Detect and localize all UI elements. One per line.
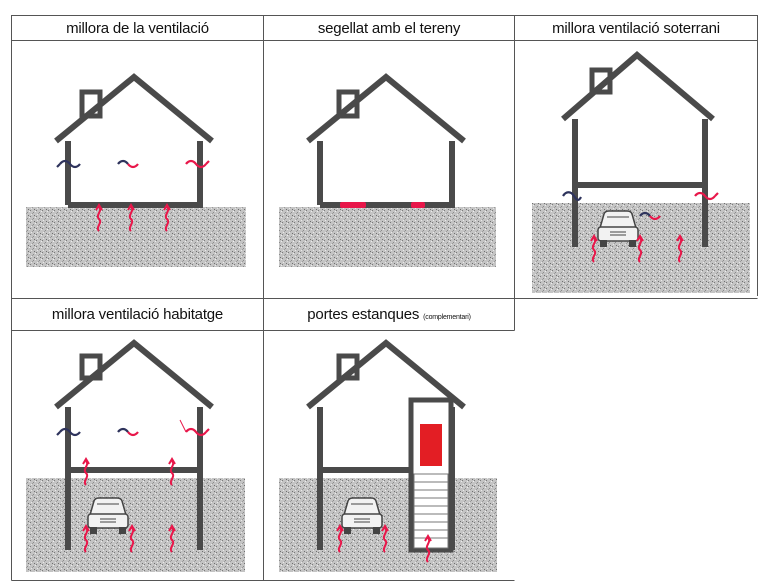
ground — [279, 478, 497, 572]
house-diagram-5 — [279, 339, 497, 572]
house-diagram-3 — [532, 51, 750, 293]
floor-seal — [340, 202, 366, 208]
arrow-line — [179, 419, 187, 433]
panel-title: millora ventilació soterrani — [552, 20, 720, 37]
panel-title: millora ventilació habitatge — [51, 306, 224, 323]
air-mix-icon — [116, 427, 140, 437]
air-inflow-icon — [562, 191, 582, 201]
table-frame — [11, 15, 758, 581]
panel-title: millora de la ventilació — [66, 20, 209, 37]
car-icon — [87, 497, 129, 535]
panel-title: portes estanques — [307, 306, 420, 323]
house-diagram-2 — [279, 73, 496, 267]
air-mix-icon — [116, 159, 140, 169]
floor-seal — [411, 202, 425, 208]
car-icon — [341, 497, 383, 535]
house-outline — [306, 73, 466, 208]
airtight-door — [420, 424, 442, 466]
panel-title: segellat amb el tereny — [317, 20, 461, 37]
panel-title-wrapper: portes estanques (complementari) — [264, 306, 514, 323]
ground — [26, 478, 245, 572]
ground — [26, 207, 246, 267]
house-outline — [54, 73, 214, 208]
house-diagram-4 — [26, 339, 245, 572]
staircase — [413, 473, 449, 549]
ground — [279, 207, 496, 267]
car-icon — [597, 210, 639, 248]
panel-title-note: (complementari) — [423, 314, 471, 321]
house-diagram-1 — [26, 73, 246, 267]
ground — [532, 203, 750, 293]
